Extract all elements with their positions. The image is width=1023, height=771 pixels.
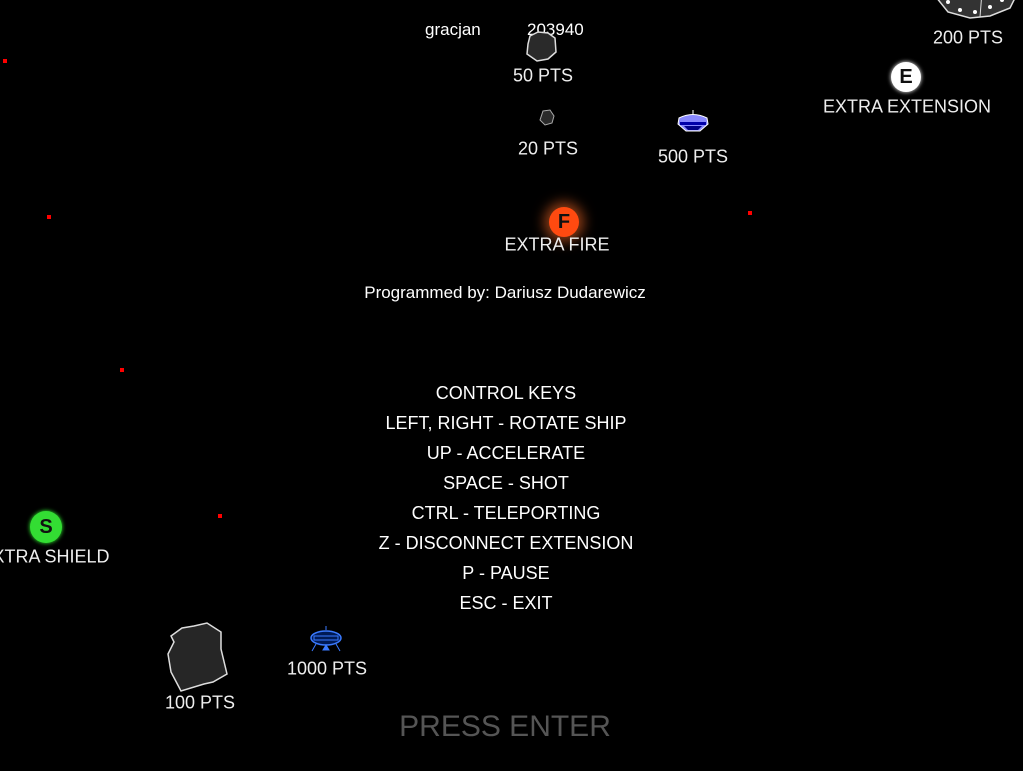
control-line: CTRL - TELEPORTING xyxy=(411,503,601,523)
label-1000-pts: 1000 PTS xyxy=(286,658,368,679)
press-enter-prompt[interactable]: PRESS ENTER xyxy=(399,710,611,743)
control-keys-title: CONTROL KEYS xyxy=(435,383,577,403)
control-line: P - PAUSE xyxy=(462,563,550,583)
extra-shield-icon: S xyxy=(30,511,62,543)
label-20-pts: 20 PTS xyxy=(517,138,579,159)
asteroid-large-icon xyxy=(937,0,1015,19)
label-extra-shield: EXTRA SHIELD xyxy=(0,546,110,567)
player-name: gracjan xyxy=(425,20,481,39)
asteroid-small-icon xyxy=(539,109,555,126)
ufo-small-icon xyxy=(677,110,709,132)
control-line: UP - ACCELERATE xyxy=(426,443,586,463)
control-keys: CONTROL KEYS LEFT, RIGHT - ROTATE SHIP U… xyxy=(379,378,634,618)
extra-extension-icon: E xyxy=(891,62,921,92)
asteroid-big-icon xyxy=(167,622,228,692)
label-100-pts: 100 PTS xyxy=(164,692,236,713)
ufo-large-icon xyxy=(310,626,342,652)
star xyxy=(748,211,752,215)
control-line: SPACE - SHOT xyxy=(443,473,569,493)
label-500-pts: 500 PTS xyxy=(657,146,729,167)
control-line: LEFT, RIGHT - ROTATE SHIP xyxy=(385,413,627,433)
label-50-pts: 50 PTS xyxy=(512,65,574,86)
asteroid-medium-icon xyxy=(526,31,557,62)
star xyxy=(47,215,51,219)
label-extra-fire: EXTRA FIRE xyxy=(504,234,610,255)
control-line: ESC - EXIT xyxy=(459,593,553,613)
label-extra-extension: EXTRA EXTENSION xyxy=(822,96,992,117)
star xyxy=(3,59,7,63)
label-200-pts: 200 PTS xyxy=(932,27,1004,48)
control-line: Z - DISCONNECT EXTENSION xyxy=(378,533,634,553)
credits: Programmed by: Dariusz Dudarewicz xyxy=(364,283,646,302)
extra-fire-icon: F xyxy=(549,207,579,237)
star xyxy=(218,514,222,518)
star xyxy=(120,368,124,372)
